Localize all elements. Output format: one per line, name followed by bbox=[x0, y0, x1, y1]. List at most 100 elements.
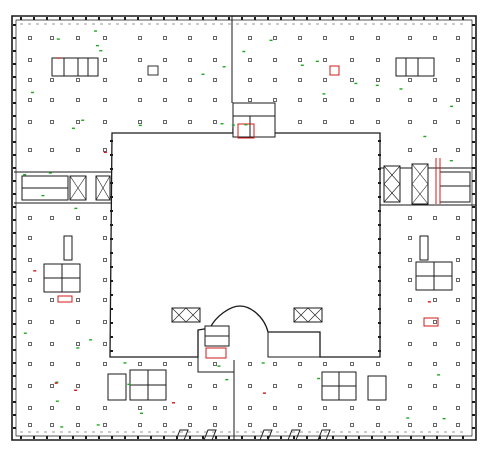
perimeter-pier bbox=[33, 17, 35, 20]
core-east-shaft bbox=[419, 235, 429, 261]
column-mark bbox=[298, 78, 302, 82]
perimeter-pier bbox=[358, 436, 360, 439]
perimeter-pier bbox=[472, 102, 475, 104]
column-mark bbox=[28, 36, 32, 40]
perimeter-pier bbox=[176, 17, 178, 20]
column-mark bbox=[376, 36, 380, 40]
column-mark bbox=[213, 58, 217, 62]
column-mark bbox=[213, 98, 217, 102]
column-mark bbox=[456, 258, 460, 262]
column-mark bbox=[376, 58, 380, 62]
column-mark bbox=[350, 120, 354, 124]
column-mark bbox=[103, 236, 107, 240]
green-annotations bbox=[23, 30, 454, 428]
column-mark bbox=[188, 423, 192, 427]
perimeter-pier bbox=[150, 17, 152, 20]
south-entrance bbox=[203, 429, 217, 441]
column-mark bbox=[213, 78, 217, 82]
perimeter-pier bbox=[59, 17, 61, 20]
column-mark bbox=[433, 362, 437, 366]
column-mark bbox=[103, 216, 107, 220]
perimeter-pier bbox=[423, 17, 425, 20]
perimeter-pier bbox=[293, 436, 295, 439]
column-mark bbox=[408, 216, 412, 220]
green-note-mark bbox=[96, 424, 100, 426]
column-mark bbox=[456, 320, 460, 324]
column-mark bbox=[76, 320, 80, 324]
column-mark bbox=[103, 406, 107, 410]
perimeter-pier bbox=[228, 17, 230, 20]
green-note-mark bbox=[30, 91, 34, 94]
perimeter-pier bbox=[13, 154, 16, 156]
perimeter-pier bbox=[332, 17, 334, 20]
court-pier bbox=[110, 238, 113, 240]
perimeter-pier bbox=[472, 284, 475, 286]
column-mark bbox=[298, 384, 302, 388]
green-note-mark bbox=[74, 207, 78, 210]
court-pier bbox=[110, 266, 113, 268]
column-mark bbox=[456, 78, 460, 82]
column-mark bbox=[50, 78, 54, 82]
central-court bbox=[109, 127, 381, 358]
column-mark bbox=[50, 362, 54, 366]
perimeter-pier bbox=[472, 89, 475, 91]
perimeter-pier bbox=[137, 17, 139, 20]
column-mark bbox=[408, 258, 412, 262]
red-note-mark bbox=[103, 151, 107, 154]
column-mark bbox=[213, 362, 217, 366]
perimeter-pier bbox=[436, 17, 438, 20]
column-mark bbox=[138, 120, 142, 124]
column-mark bbox=[188, 98, 192, 102]
perimeter-pier bbox=[423, 436, 425, 439]
perimeter-pier bbox=[472, 362, 475, 364]
perimeter-pier bbox=[462, 436, 464, 439]
perimeter-pier bbox=[472, 271, 475, 273]
red-annotations bbox=[57, 65, 441, 359]
perimeter-pier bbox=[371, 436, 373, 439]
red-note-mark bbox=[74, 389, 78, 391]
column-mark bbox=[273, 98, 277, 102]
green-note-mark bbox=[71, 127, 75, 129]
perimeter-pier bbox=[13, 323, 16, 325]
south-entrance bbox=[317, 429, 331, 441]
perimeter-pier bbox=[254, 17, 256, 20]
green-note-mark bbox=[41, 194, 45, 197]
column-mark bbox=[28, 120, 32, 124]
column-mark bbox=[76, 384, 80, 388]
perimeter-pier bbox=[241, 17, 243, 20]
column-mark bbox=[408, 278, 412, 282]
red-note-mark bbox=[262, 392, 266, 394]
perimeter-pier bbox=[472, 388, 475, 390]
perimeter-pier bbox=[33, 436, 35, 439]
column-mark bbox=[50, 320, 54, 324]
perimeter-pier bbox=[13, 193, 16, 195]
perimeter-pier bbox=[215, 17, 217, 20]
south-entrance bbox=[287, 429, 301, 441]
column-mark bbox=[456, 58, 460, 62]
perimeter-pier bbox=[267, 436, 269, 439]
court-pier bbox=[110, 280, 113, 282]
column-mark bbox=[323, 120, 327, 124]
core-east-lift bbox=[383, 165, 401, 203]
perimeter-pier bbox=[72, 436, 74, 439]
perimeter-pier bbox=[332, 436, 334, 439]
perimeter-pier bbox=[472, 245, 475, 247]
green-note-mark bbox=[127, 383, 131, 386]
green-note-mark bbox=[261, 362, 265, 364]
perimeter-pier bbox=[472, 50, 475, 52]
column-mark bbox=[456, 362, 460, 366]
perimeter-pier bbox=[472, 336, 475, 338]
perimeter-pier bbox=[472, 310, 475, 312]
core-nw bbox=[51, 57, 99, 77]
column-box bbox=[147, 65, 159, 76]
column-mark bbox=[298, 120, 302, 124]
green-note-mark bbox=[76, 347, 80, 349]
perimeter-pier bbox=[472, 37, 475, 39]
column-mark bbox=[138, 362, 142, 366]
column-mark bbox=[76, 36, 80, 40]
column-mark bbox=[456, 236, 460, 240]
column-mark bbox=[103, 36, 107, 40]
green-note-mark bbox=[225, 378, 229, 381]
court-pier bbox=[378, 252, 381, 254]
